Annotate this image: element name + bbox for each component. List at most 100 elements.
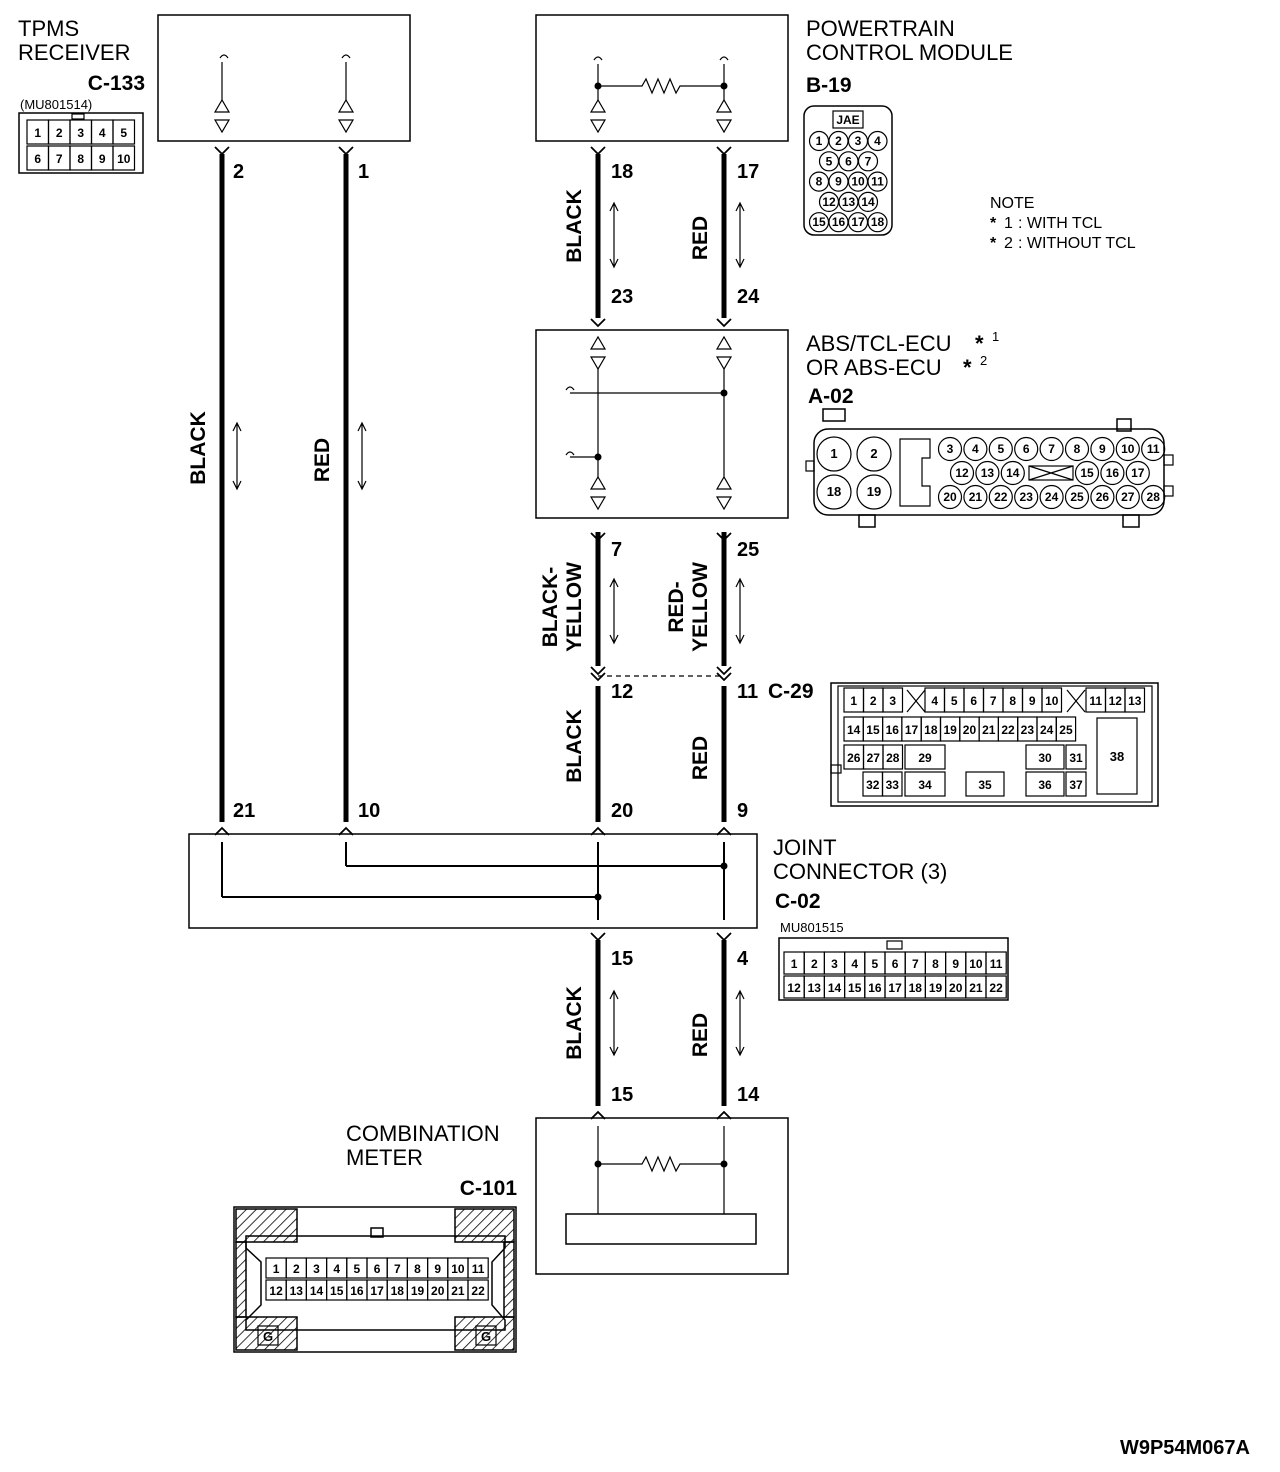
meter-name-line2: METER <box>346 1145 423 1170</box>
note-title: NOTE <box>990 195 1034 212</box>
tpms-pin-cell-5 <box>112 119 136 145</box>
pin-c29-12: 12 <box>611 681 633 703</box>
meter-pin-label-4: 4 <box>333 1262 340 1276</box>
c29-pin-cell-35 <box>965 771 1005 797</box>
meter-pin-cell-22 <box>467 1279 489 1301</box>
pcm-pin-cell-18 <box>867 212 888 233</box>
abs-pin-label-2: 2 <box>870 446 877 461</box>
note-with-tcl: : WITH TCL <box>1018 215 1102 232</box>
c29-pin-cell-29 <box>904 744 946 770</box>
c29-pin-label-29: 29 <box>918 751 932 765</box>
abs-pin-cell-2 <box>856 436 892 472</box>
meter-pin-label-6: 6 <box>374 1262 381 1276</box>
abs-pin-cell-22 <box>988 484 1013 510</box>
pin-numbers: 2 1 18 17 23 24 7 25 12 11 21 10 20 9 15… <box>233 161 760 1106</box>
abs-pin-label-23: 23 <box>1020 490 1034 504</box>
meter-pin-label-1: 1 <box>273 1262 280 1276</box>
pin-joint-9: 9 <box>737 800 748 822</box>
c29-pin-cell-37 <box>1065 771 1087 797</box>
meter-pin-label-13: 13 <box>290 1284 304 1298</box>
harness-wires <box>214 146 745 1120</box>
c29-pin-label-23: 23 <box>1021 723 1035 737</box>
note-star-1: * <box>990 215 997 232</box>
abs-pin-label-12: 12 <box>955 466 969 480</box>
c29-pin-label-30: 30 <box>1038 751 1052 765</box>
abs-pin-label-19: 19 <box>867 484 881 499</box>
c29-pin-label-22: 22 <box>1001 723 1015 737</box>
joint-pin-label-11: 11 <box>990 957 1003 971</box>
meter-pin-label-14: 14 <box>310 1284 324 1298</box>
joint-pin-label-6: 6 <box>892 957 899 971</box>
joint-pin-label-19: 19 <box>929 981 943 995</box>
meter-box <box>535 1117 789 1275</box>
pin-meter-14: 14 <box>737 1084 760 1106</box>
abs-pin-cell-14 <box>1000 460 1025 486</box>
pcm-pin-label-11: 11 <box>871 175 884 189</box>
meter-pin-label-19: 19 <box>411 1284 425 1298</box>
wire-label-black-tpms: BLACK <box>187 411 210 485</box>
pcm-name-line1: POWERTRAIN <box>806 16 955 41</box>
wire-label-red-meter: RED <box>689 1013 712 1057</box>
abs-name-line2: OR ABS-ECU <box>806 355 942 380</box>
abs-pin-label-10: 10 <box>1121 442 1135 456</box>
abs-pin-cell-9 <box>1090 436 1115 462</box>
abs-ecu-box <box>535 329 789 519</box>
tpms-terminal-2 <box>213 54 231 134</box>
meter-pin-label-15: 15 <box>330 1284 344 1298</box>
note-without-tcl: : WITHOUT TCL <box>1018 235 1136 252</box>
abs-pin-label-6: 6 <box>1023 442 1030 456</box>
c29-pin-label-16: 16 <box>886 723 900 737</box>
pin-joint-15: 15 <box>611 948 633 970</box>
meter-pin-label-12: 12 <box>269 1284 283 1298</box>
wire-label-black-yellow-1: BLACK- <box>539 567 562 647</box>
abs-pin-label-16: 16 <box>1106 466 1120 480</box>
abs-pin-label-20: 20 <box>943 490 957 504</box>
abs-pin-label-22: 22 <box>994 490 1008 504</box>
pcm-pin-label-10: 10 <box>851 175 865 189</box>
note-number-1: 1 <box>1004 215 1013 232</box>
joint-pin-label-15: 15 <box>848 981 862 995</box>
pcm-pin-label-15: 15 <box>812 215 826 229</box>
abs-pin-label-17: 17 <box>1131 466 1145 480</box>
tpms-pin-label-1: 1 <box>34 126 41 140</box>
c29-pin-label-35: 35 <box>978 778 992 792</box>
joint-connector-box <box>188 833 758 929</box>
pin-joint-4: 4 <box>737 948 749 970</box>
c29-pin-label-38: 38 <box>1110 749 1124 764</box>
pcm-connector-code: B-19 <box>806 74 852 97</box>
pin-abs-25: 25 <box>737 539 759 561</box>
pcm-pin-label-3: 3 <box>855 134 862 148</box>
c29-pin-cell-25 <box>1055 716 1077 742</box>
tpms-connector-code: C-133 <box>88 72 145 95</box>
c29-pin-label-5: 5 <box>951 694 958 708</box>
joint-internal-bus <box>221 842 728 920</box>
pcm-pin-label-13: 13 <box>842 195 856 209</box>
pcm-name-line2: CONTROL MODULE <box>806 40 1013 65</box>
tpms-terminal-1 <box>337 54 355 134</box>
c29-pin-label-27: 27 <box>867 751 881 765</box>
abs-pin-cell-7 <box>1039 436 1064 462</box>
c29-pin-label-34: 34 <box>918 778 932 792</box>
joint-pin-label-2: 2 <box>811 957 818 971</box>
pcm-pin-label-6: 6 <box>845 154 852 168</box>
c29-pin-label-6: 6 <box>970 694 977 708</box>
pcm-pin-cell-4 <box>867 130 888 152</box>
tpms-pin-label-3: 3 <box>77 126 84 140</box>
meter-pin-label-21: 21 <box>451 1284 465 1298</box>
c29-pin-label-24: 24 <box>1040 723 1054 737</box>
c29-pin-label-19: 19 <box>943 723 957 737</box>
abs-connector-code: A-02 <box>808 385 854 408</box>
pcm-pin-label-8: 8 <box>816 175 823 189</box>
pin-pcm-18: 18 <box>611 161 633 183</box>
c29-pin-label-15: 15 <box>866 723 880 737</box>
c29-pin-label-8: 8 <box>1009 694 1016 708</box>
note-block: NOTE * 1 : WITH TCL * 2 : WITHOUT TCL <box>990 195 1136 252</box>
pin-abs-24: 24 <box>737 286 760 308</box>
meter-pin-label-22: 22 <box>471 1284 485 1298</box>
meter-ground-mark-right: G <box>481 1329 491 1344</box>
joint-pin-cell-22 <box>985 975 1007 999</box>
abs-pin-label-21: 21 <box>969 490 983 504</box>
